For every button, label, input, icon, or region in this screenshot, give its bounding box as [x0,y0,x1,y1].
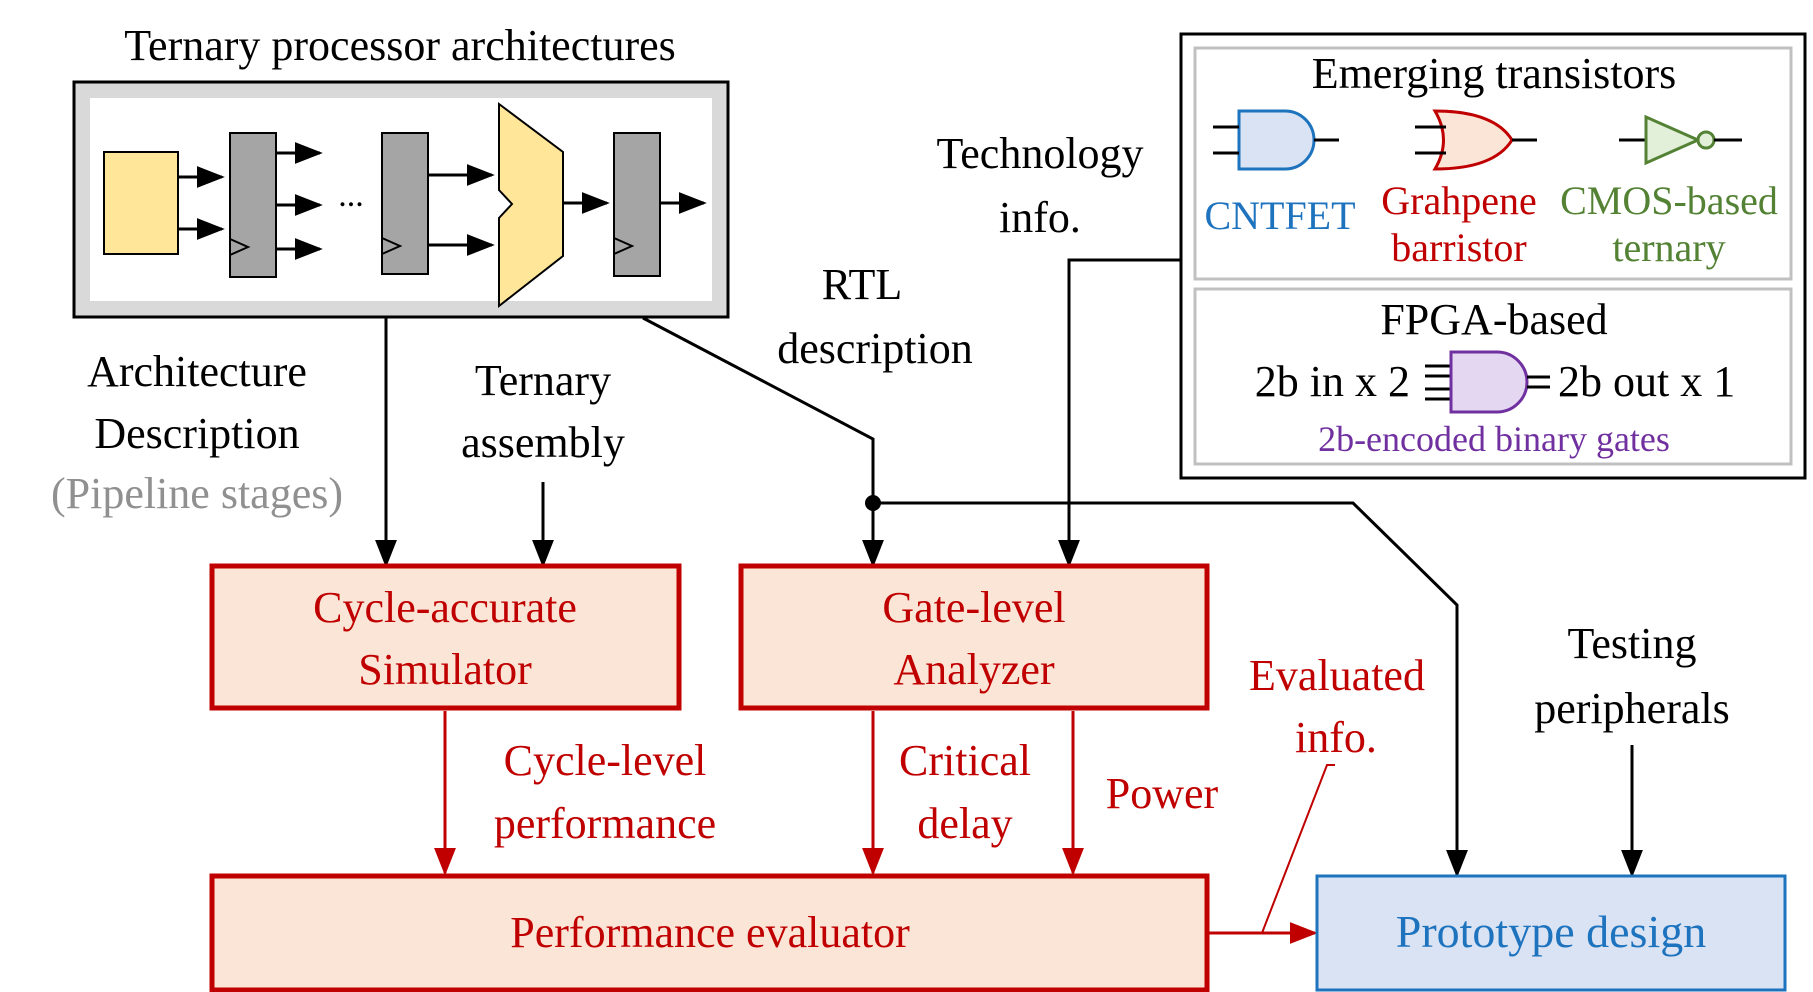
testing-label-2: peripherals [1534,684,1729,733]
gate-analyzer-label-2: Analyzer [893,645,1055,694]
graphene-label-1: Grahpene [1381,178,1536,223]
power-label: Power [1106,769,1219,818]
performance-evaluator-box [209,873,1210,992]
fpga-caption: 2b-encoded binary gates [1318,419,1670,459]
arch-desc-label-3: (Pipeline stages) [51,469,343,518]
assembly-label-2: assembly [461,418,625,467]
rtl-label-2: description [777,324,973,373]
fpga-gate-icon [1425,350,1550,414]
cycle-perf-label-1: Cycle-level [504,736,707,785]
pipeline-register-3 [613,132,661,277]
arch-panel: ... [72,80,730,319]
arch-title: Ternary processor architectures [124,21,676,70]
testing-label-1: Testing [1568,619,1697,668]
evaluated-info-label-1: Evaluated [1249,651,1425,700]
connectors [375,258,1643,878]
gate-analyzer-box [738,563,1210,711]
cntfet-label: CNTFET [1204,193,1355,238]
fpga-title: FPGA-based [1380,295,1607,344]
simulator-label-2: Simulator [358,645,532,694]
prototype-design-box [1315,874,1787,992]
arch-desc-label-2: Description [94,409,299,458]
alu-block [498,102,564,309]
red-connectors [434,711,1335,944]
tech-panel [1179,32,1807,480]
cmos-label-2: ternary [1612,225,1725,270]
or-gate-icon [1415,109,1537,171]
fpga-output-label: 2b out x 1 [1558,357,1735,406]
performance-evaluator-label: Performance evaluator [510,908,910,957]
arch-desc-label-1: Architecture [87,347,307,396]
fpga-input-label: 2b in x 2 [1255,357,1410,406]
critical-delay-label-2: delay [917,799,1012,848]
inverter-icon [1619,114,1742,166]
simulator-label-1: Cycle-accurate [313,583,577,632]
critical-delay-label-1: Critical [899,736,1031,785]
rtl-label-1: RTL [822,260,902,309]
tech-info-label-2: info. [999,193,1081,242]
cycle-perf-label-2: performance [494,799,716,848]
pipeline-ellipsis: ... [338,177,364,214]
pipeline-register-2 [381,132,429,275]
prototype-design-label: Prototype design [1396,906,1706,957]
and-gate-icon [1213,109,1339,171]
gate-analyzer-label-1: Gate-level [882,583,1065,632]
tech-title: Emerging transistors [1312,49,1677,98]
input-block [103,151,179,255]
pipeline-register-1 [229,132,277,278]
tech-info-label-1: Technology [936,129,1143,178]
simulator-box [209,563,682,711]
assembly-label-1: Ternary [475,356,611,405]
graphene-label-2: barristor [1391,225,1527,270]
cmos-label-1: CMOS-based [1560,178,1778,223]
evaluated-info-label-2: info. [1295,713,1377,762]
